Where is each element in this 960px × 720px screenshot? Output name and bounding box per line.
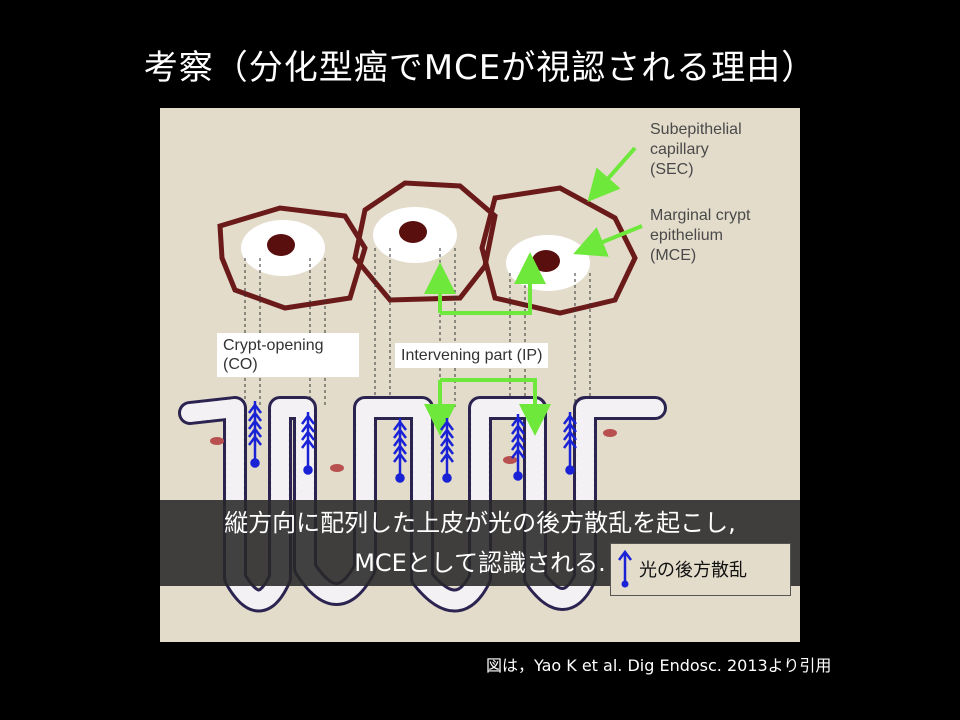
crypt-epithelium xyxy=(178,396,667,613)
legend-label: 光の後方散乱 xyxy=(639,560,747,581)
crypt-opening-label: Crypt-opening (CO) xyxy=(217,333,359,377)
legend-box: 光の後方散乱 xyxy=(610,543,791,596)
caption-line-1: 縦方向に配列した上皮が光の後方散乱を起こし, xyxy=(224,509,736,537)
caption-line-2: MCEとして認識される. xyxy=(354,549,606,577)
crypt-openings xyxy=(241,207,590,291)
blue-backscatter-arrow-icon xyxy=(248,401,577,483)
mce-label: Marginal crypt epithelium (MCE) xyxy=(650,207,751,264)
crypt-diagram xyxy=(178,146,667,613)
green-arrow-icon xyxy=(424,146,643,436)
intervening-part-label: Intervening part (IP) xyxy=(395,343,549,368)
legend-backscatter-arrow-icon xyxy=(618,549,632,588)
citation: 図は，Yao K et al. Dig Endosc. 2013より引用 xyxy=(486,656,832,675)
subepithelial-capillary-network xyxy=(217,180,638,316)
sec-label: Subepithelial capillary (SEC) xyxy=(650,121,742,178)
slide-title: 考察（分化型癌でMCEが視認される理由） xyxy=(143,48,817,88)
